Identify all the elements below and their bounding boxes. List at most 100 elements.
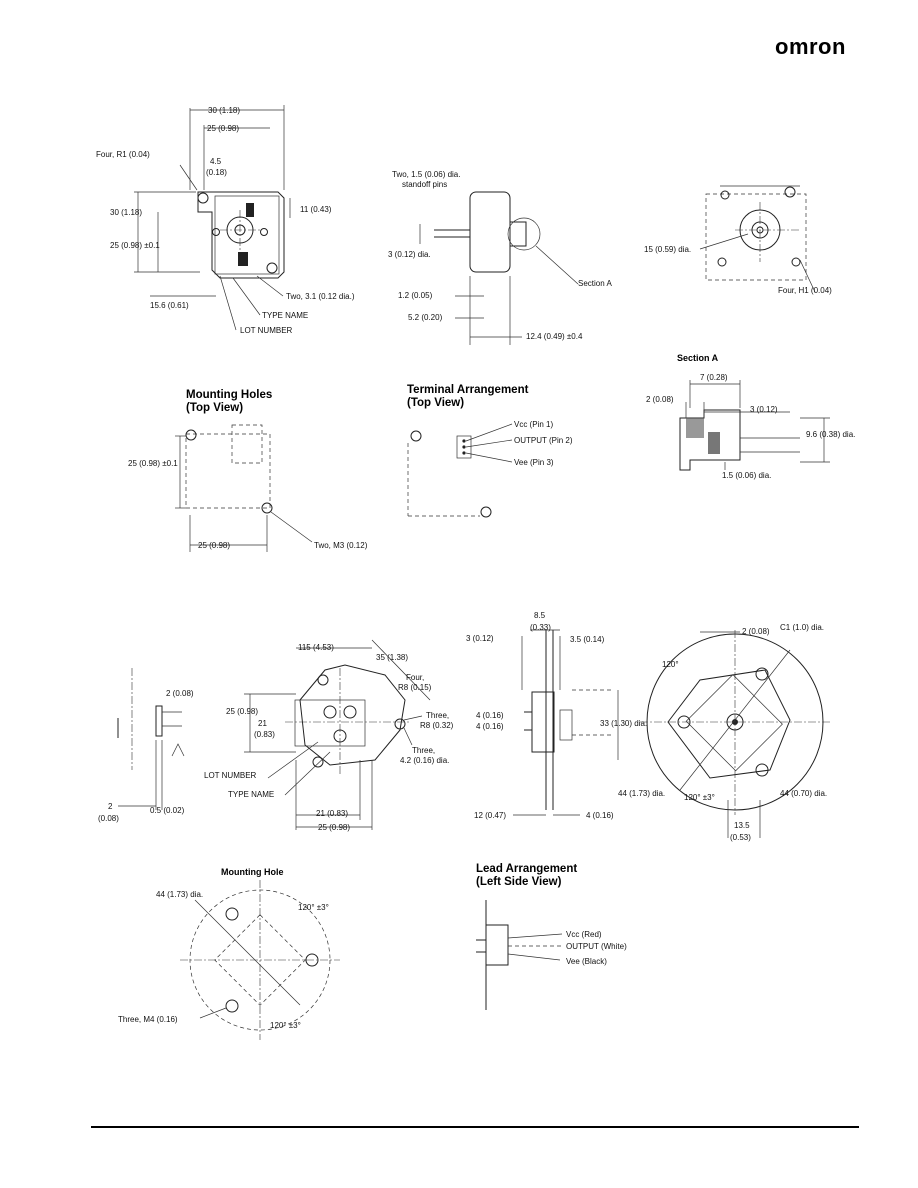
dim-b4-c1: C1 (1.0) dia. — [780, 623, 824, 632]
mounting-hole-heading: Mounting Hole — [221, 867, 284, 877]
dim-four-r1: Four, R1 (0.04) — [96, 150, 150, 159]
dim-b2-r8b: R8 (0.32) — [420, 721, 454, 730]
dim-45: 4.5 — [210, 157, 222, 166]
dim-11: 11 (0.43) — [300, 205, 332, 214]
dim-52: 5.2 (0.20) — [408, 313, 443, 322]
mounting-holes-heading: Mounting Holes (Top View) — [186, 389, 272, 415]
dim-b1-2c: (0.08) — [98, 814, 119, 823]
dim-25-top: 25 (0.98) — [207, 124, 239, 133]
flange-front-view-drawing: 2 (0.08) C1 (1.0) dia. 120° 44 (1.73) di… — [618, 623, 830, 842]
dim-b4-2: 2 (0.08) — [742, 627, 770, 636]
dim-b4-135: 13.5 — [734, 821, 750, 830]
dim-two-15: Two, 1.5 (0.06) dia. — [392, 170, 460, 179]
dim-b2-21: 21 — [258, 719, 267, 728]
label-standoff-pins: standoff pins — [402, 180, 447, 189]
dim-two-31: Two, 3.1 (0.12 dia.) — [286, 292, 355, 301]
dim-b3-4b: 4 (0.16) — [476, 722, 504, 731]
label-b2-four: Four, — [406, 673, 424, 682]
dim-m2-120a: 120° ±3° — [298, 903, 329, 912]
label-b2-three2: Three, — [412, 746, 435, 755]
dim-b3-12: 12 (0.47) — [474, 811, 506, 820]
label-la-vcc: Vcc (Red) — [566, 930, 602, 939]
label-la-output: OUTPUT (White) — [566, 942, 627, 951]
lead-arrangement-subtitle: (Left Side View) — [476, 876, 562, 888]
dim-mh-two: Two, M3 (0.12) — [314, 541, 368, 550]
dim-b3-4c: 4 (0.16) — [586, 811, 614, 820]
top-view-drawing: 30 (1.18) 25 (0.98) Four, R1 (0.04) 4.5 … — [96, 105, 355, 335]
dim-mh-25: 25 (0.98) ±0.1 — [128, 459, 178, 468]
lead-arrangement-title: Lead Arrangement — [476, 863, 578, 875]
dim-30-side: 30 (1.18) — [110, 208, 142, 217]
dim-m2-44: 44 (1.73) dia. — [156, 890, 203, 899]
terminal-arrangement-title: Terminal Arrangement — [407, 384, 529, 396]
dim-b2-115: 115 (4.53) — [298, 643, 334, 652]
dim-15-dia: 15 (0.59) dia. — [644, 245, 691, 254]
lead-arrangement-heading: Lead Arrangement (Left Side View) — [476, 863, 577, 889]
dim-b2-21b: 21 (0.83) — [316, 809, 348, 818]
footer-rule — [91, 1126, 859, 1128]
label-b2-type-name: TYPE NAME — [228, 790, 274, 799]
dim-b1-05: 0.5 (0.02) — [150, 806, 185, 815]
terminal-arrangement-drawing: Vcc (Pin 1) OUTPUT (Pin 2) Vee (Pin 3) — [407, 420, 573, 518]
dim-b2-42: 4.2 (0.16) dia. — [400, 756, 449, 765]
lead-arrangement-drawing: Vcc (Red) OUTPUT (White) Vee (Black) — [476, 900, 627, 1010]
dim-b2-r8: R8 (0.15) — [398, 683, 432, 692]
dim-b2-25: 25 (0.98) — [226, 707, 258, 716]
mounting-hole-drawing: 44 (1.73) dia. 120° ±3° Three, M4 (0.16)… — [118, 880, 340, 1040]
dim-sa-7: 7 (0.28) — [700, 373, 728, 382]
dim-3-dia: 3 (0.12) dia. — [388, 250, 431, 259]
label-ta-output: OUTPUT (Pin 2) — [514, 436, 573, 445]
dim-m2-120b: 120° ±3° — [270, 1021, 301, 1030]
dim-30-top: 30 (1.18) — [208, 106, 240, 115]
dim-124: 12.4 (0.49) ±0.4 — [526, 332, 583, 341]
label-b2-lot-number: LOT NUMBER — [204, 771, 257, 780]
dim-b4-053: (0.53) — [730, 833, 751, 842]
dim-b2-25b: 25 (0.98) — [318, 823, 350, 832]
side-view-drawing: Two, 1.5 (0.06) dia. standoff pins 3 (0.… — [388, 170, 612, 345]
dim-sa-2: 2 (0.08) — [646, 395, 674, 404]
bottom-view-drawing: 15 (0.59) dia. Four, H1 (0.04) — [644, 185, 832, 295]
label-lot-number: LOT NUMBER — [240, 326, 293, 335]
dim-b1-2: 2 (0.08) — [166, 689, 194, 698]
label-b2-three: Three, — [426, 711, 449, 720]
dim-25-side: 25 (0.98) ±0.1 — [110, 241, 160, 250]
dim-sa-3: 3 (0.12) — [750, 405, 778, 414]
label-type-name: TYPE NAME — [262, 311, 308, 320]
dim-b4-120: 120° — [662, 660, 679, 669]
section-a-drawing: 7 (0.28) 2 (0.08) 3 (0.12) 1.5 (0.06) di… — [646, 373, 855, 480]
label-section-a-callout: Section A — [578, 279, 612, 288]
flange-side-view-drawing: 8.5 (0.33) 3 (0.12) 3.5 (0.14) 4 (0.16) … — [466, 611, 647, 820]
dim-b3-3: 3 (0.12) — [466, 634, 494, 643]
dim-b3-85: 8.5 — [534, 611, 546, 620]
thin-side-profile-drawing: 2 (0.08) 2 (0.08) 0.5 (0.02) — [98, 668, 194, 823]
mounting-holes-title: Mounting Holes — [186, 389, 273, 401]
dim-45-in: (0.18) — [206, 168, 227, 177]
dim-b2-083: (0.83) — [254, 730, 275, 739]
dim-sa-96: 9.6 (0.38) dia. — [806, 430, 855, 439]
section-a-heading: Section A — [677, 353, 719, 363]
mounting-holes-drawing: 25 (0.98) ±0.1 25 (0.98) Two, M3 (0.12) — [128, 424, 368, 552]
label-ta-vcc: Vcc (Pin 1) — [514, 420, 553, 429]
dim-12: 1.2 (0.05) — [398, 291, 433, 300]
dim-156: 15.6 (0.61) — [150, 301, 189, 310]
dim-m2-three: Three, M4 (0.16) — [118, 1015, 178, 1024]
terminal-arrangement-subtitle: (Top View) — [407, 397, 465, 409]
dim-b3-033: (0.33) — [530, 623, 551, 632]
dim-mh-25b: 25 (0.98) — [198, 541, 230, 550]
omron-logo: omron — [775, 34, 846, 59]
label-ta-vee: Vee (Pin 3) — [514, 458, 554, 467]
dim-b4-44a: 44 (1.73) dia. — [618, 789, 665, 798]
mounting-holes-subtitle: (Top View) — [186, 402, 244, 414]
dim-b1-2b: 2 — [108, 802, 113, 811]
dim-sa-15: 1.5 (0.06) dia. — [722, 471, 771, 480]
flange-top-view-drawing: 115 (4.53) 35 (1.38) Four, R8 (0.15) 25 … — [204, 639, 454, 832]
dim-four-h1: Four, H1 (0.04) — [778, 286, 832, 295]
label-la-vee: Vee (Black) — [566, 957, 607, 966]
dim-b2-35: 35 (1.38) — [376, 653, 408, 662]
dim-b3-4a: 4 (0.16) — [476, 711, 504, 720]
dim-b4-120b: 120° ±3° — [684, 793, 715, 802]
dim-b4-44b: 44 (0.70) dia. — [780, 789, 827, 798]
dim-b3-33: 33 (1.30) dia. — [600, 719, 647, 728]
dim-b3-35: 3.5 (0.14) — [570, 635, 605, 644]
